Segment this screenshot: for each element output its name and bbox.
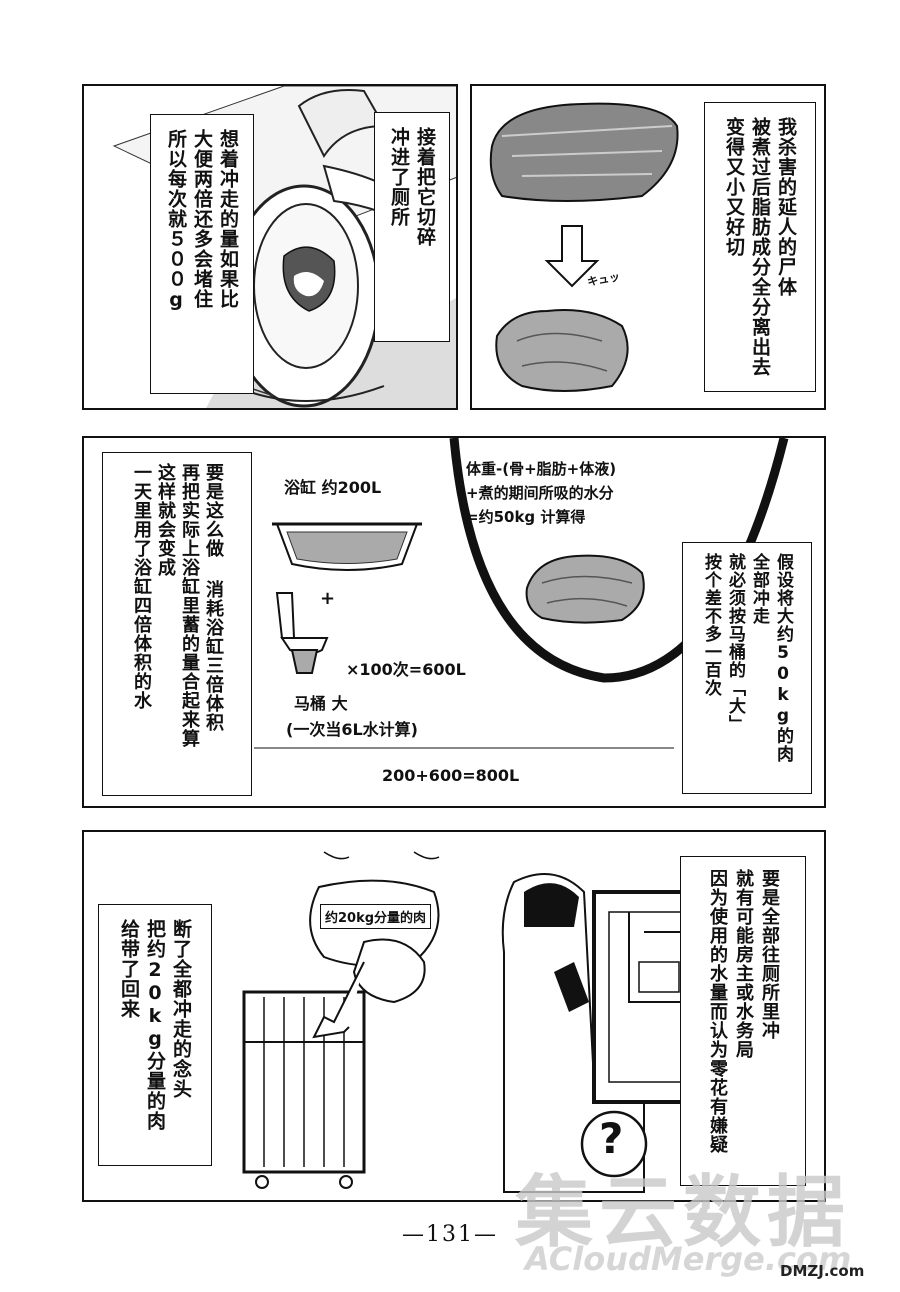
- formula-line: +煮的期间所吸的水分: [466, 484, 614, 502]
- caption-line: 给带了回来: [118, 919, 140, 1019]
- caption-line: 冲进了厕所: [388, 127, 410, 227]
- caption-box: 我杀害的延人的尸体 被煮过后脂肪成分全分离出去 变得又小又好切: [704, 102, 816, 392]
- caption-box-right: 假设将大约50kg的肉 全部冲走 就必须按马桶的「大」 按个差不多一百次: [682, 542, 812, 794]
- caption-line: 一天里用了浴缸四倍体积的水: [131, 463, 152, 710]
- caption-line: 按个差不多一百次: [701, 553, 721, 697]
- caption-line: 就必须按马桶的「大」: [725, 553, 745, 733]
- caption-box-right: 接着把它切碎 冲进了厕所: [374, 112, 450, 342]
- toilet-label: 马桶 大: [294, 694, 348, 713]
- caption-box-right: 要是全部往厕所里冲 就有可能房主或水务局 因为使用的水量而认为零花有嫌疑: [680, 856, 806, 1186]
- total-sum: 200+600=800L: [382, 766, 520, 785]
- caption-line: 大便两倍还多会堵住: [191, 129, 213, 309]
- watermark-url: ACloudMerge.com: [525, 1240, 852, 1278]
- caption-line: 想着冲走的量如果比: [217, 129, 239, 309]
- caption-line: 因为使用的水量而认为零花有嫌疑: [707, 869, 728, 1154]
- meat-chunk: [525, 554, 645, 624]
- toilet-icon: [275, 592, 329, 674]
- caption-box-left: 想着冲走的量如果比 大便两倍还多会堵住 所以每次就５００g: [150, 114, 254, 394]
- caption-line: 假设将大约50kg的肉: [773, 553, 793, 763]
- caption-line: 变得又小又好切: [723, 117, 745, 257]
- panel-calculation: 要是这么做 消耗浴缸三倍体积 再把实际上浴缸里蓄的量合起来算 这样就会变成 一天…: [82, 436, 826, 808]
- plus-sign: +: [320, 588, 336, 609]
- caption-box-left: 要是这么做 消耗浴缸三倍体积 再把实际上浴缸里蓄的量合起来算 这样就会变成 一天…: [102, 452, 252, 796]
- caption-line: 再把实际上浴缸里蓄的量合起来算: [179, 463, 200, 748]
- caption-line: 被煮过后脂肪成分全分离出去: [749, 117, 771, 377]
- caption-line: 我杀害的延人的尸体: [775, 117, 797, 297]
- caption-line: 这样就会变成: [155, 463, 176, 577]
- caption-line: 就有可能房主或水务局: [733, 869, 754, 1059]
- caption-line: 要是全部往厕所里冲: [759, 869, 780, 1040]
- bathtub-label: 浴缸 约200L: [284, 478, 382, 497]
- panel-toilet: 想着冲走的量如果比 大便两倍还多会堵住 所以每次就５００g 接着把它切碎 冲进了…: [82, 84, 458, 410]
- meat-illustration: [489, 102, 679, 392]
- caption-box-left: 断了全都冲走的念头 把约20kg分量的肉 给带了回来: [98, 904, 212, 1166]
- watermark-text: 集云数据: [515, 1168, 852, 1258]
- caption-line: 断了全都冲走的念头: [170, 919, 192, 1099]
- toilet-calc: ×100次=600L: [346, 660, 466, 679]
- formula-line: 体重-(骨+脂肪+体液): [466, 460, 617, 478]
- caption-line: 把约20kg分量的肉: [144, 919, 166, 1131]
- page-number: —131—: [402, 1222, 498, 1247]
- panel-meat: キュッ 我杀害的延人的尸体 被煮过后脂肪成分全分离出去 变得又小又好切: [470, 84, 826, 410]
- corner-logo: DMZJ.com: [780, 1262, 865, 1280]
- caption-line: 所以每次就５００g: [165, 129, 187, 312]
- formula-line: =约50kg 计算得: [466, 508, 586, 526]
- caption-line: 全部冲走: [749, 553, 769, 625]
- caption-line: 要是这么做 消耗浴缸三倍体积: [203, 463, 224, 732]
- bathtub-icon: [272, 522, 422, 571]
- bag-label: 约20kg分量的肉: [320, 904, 432, 929]
- toilet-note: (一次当6L水计算): [286, 720, 418, 739]
- caption-line: 接着把它切碎: [414, 127, 436, 247]
- question-mark: ?: [599, 1114, 624, 1163]
- panel-suitcase: ? 约20kg分量的肉 断了全都冲走的念头 把约20kg分量的肉 给带了回来 要…: [82, 830, 826, 1202]
